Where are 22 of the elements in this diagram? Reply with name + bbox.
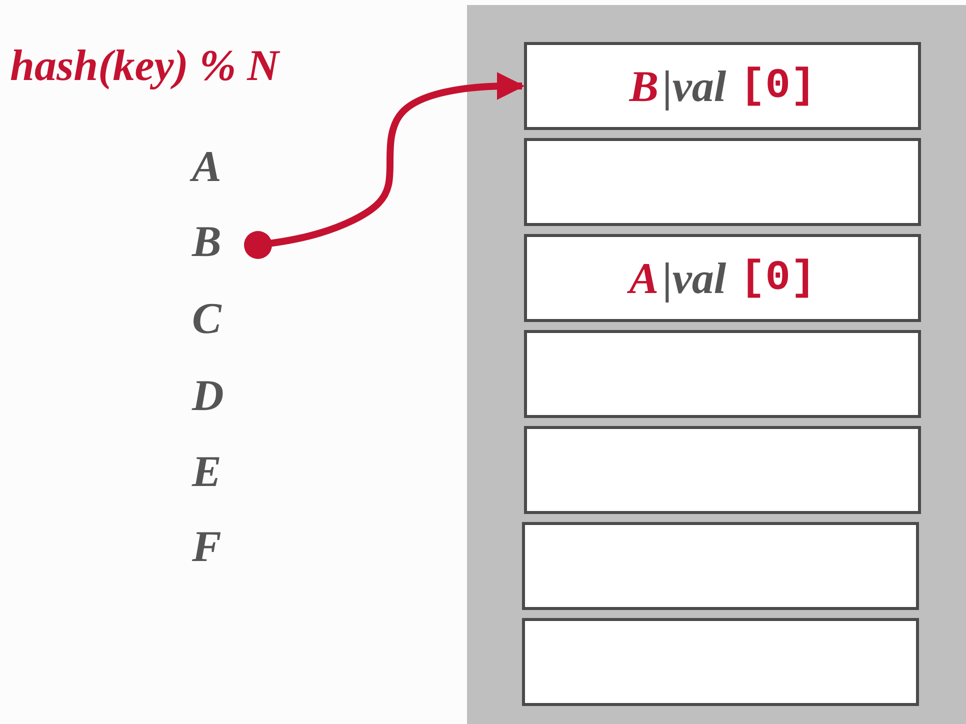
slot-index: [0] xyxy=(740,254,816,302)
slot-key: B xyxy=(629,60,659,112)
key-label: B xyxy=(188,220,252,270)
slot-index: [0] xyxy=(740,62,816,110)
key-label: D xyxy=(188,374,252,424)
key-label: A xyxy=(188,145,252,195)
table-slot xyxy=(522,522,919,610)
table-slot xyxy=(524,426,921,514)
table-slot xyxy=(522,618,919,706)
hash-table-background xyxy=(467,5,966,724)
arrow xyxy=(244,72,525,259)
key-label: F xyxy=(188,525,252,575)
table-slot xyxy=(524,42,921,130)
table-slot xyxy=(524,234,921,322)
table-slot xyxy=(524,138,921,226)
key-label: E xyxy=(188,450,252,500)
diagram-title: hash(key) % N xyxy=(10,44,279,88)
table-slot xyxy=(524,330,921,418)
key-label: C xyxy=(188,297,252,347)
slot-key: A xyxy=(629,252,659,304)
slot-value: |val xyxy=(662,60,726,112)
slot-value: |val xyxy=(662,252,726,304)
